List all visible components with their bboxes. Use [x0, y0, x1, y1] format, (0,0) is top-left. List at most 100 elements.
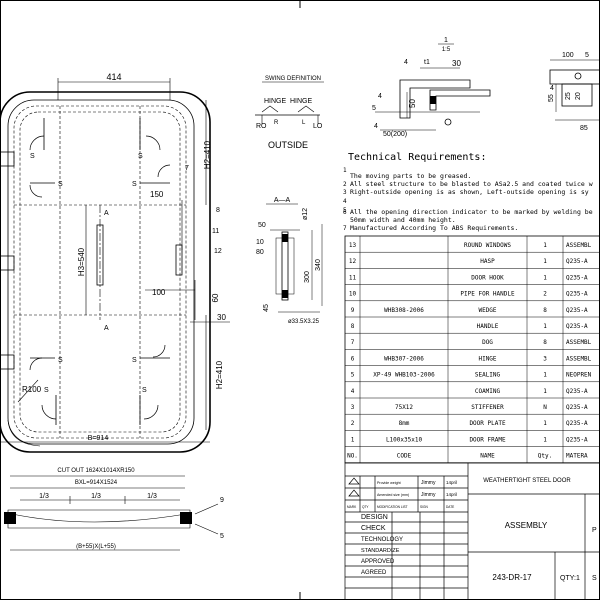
- detail-hinge: 100 5 55 4 85 25 20: [548, 52, 600, 132]
- sealing-fill: [430, 96, 436, 104]
- detail-number: 1: [444, 37, 448, 44]
- bom-name: COAMING: [475, 388, 501, 395]
- bl-label: (B+55)X(L+55): [76, 544, 116, 550]
- pipe-handle-section: [281, 231, 289, 301]
- title-block: [344, 462, 600, 600]
- bom-material: Q235-A: [566, 404, 588, 411]
- bottom-seal-right: [180, 512, 192, 524]
- bom-no: 3: [351, 404, 355, 411]
- leader-r100: [17, 379, 39, 403]
- rev2-text: Amended size (mm): [377, 493, 409, 497]
- tb-product: WEATHERTIGHT STEEL DOOR: [483, 478, 571, 484]
- tech-num-5: 5: [343, 207, 347, 214]
- bom-code: XP-49 WHB103-2006: [373, 372, 435, 379]
- door-plate-profile: [429, 89, 491, 111]
- dim-30: 30: [217, 313, 226, 322]
- hinge-block: [561, 83, 593, 107]
- tech-item-3: Right-outside opening is as shown, Left-…: [350, 188, 589, 196]
- bom-qty: 1: [543, 323, 547, 330]
- bottom-callout-9: 9: [220, 497, 224, 504]
- bom-no: 10: [349, 291, 357, 298]
- bom-material: Q235-A: [566, 436, 588, 443]
- tb-p: P: [592, 527, 597, 534]
- aa-340: 340: [315, 259, 322, 271]
- dim-b914: B=914: [88, 435, 109, 442]
- detail-50: 50: [408, 99, 417, 108]
- bom-hdr-no: NO.: [347, 453, 358, 460]
- bxl-label: BXL=914X1524: [75, 480, 118, 486]
- callout-7: 7: [185, 165, 189, 172]
- tech-item-2: All steel structure to be blasted to ASa…: [350, 180, 593, 188]
- corner-radius: [7, 419, 41, 447]
- bom-qty: 1: [543, 242, 547, 249]
- bom-qty: 2: [543, 291, 547, 298]
- bom-material: Q235-A: [566, 323, 588, 330]
- bom-qty: 1: [543, 420, 547, 427]
- bom-no: 8: [351, 323, 355, 330]
- cutout-label: CUT OUT 1624X1014XR150: [57, 468, 135, 474]
- hinge-4: 4: [550, 85, 554, 92]
- rev1-text: Provide weight: [377, 481, 401, 485]
- rev-hdr-sign: SIGN: [420, 505, 428, 509]
- swing-title: SWING DEFINITION: [265, 76, 321, 82]
- aa-10: 10: [256, 239, 264, 246]
- door-dimensions: [0, 78, 230, 443]
- bom-no: 11: [349, 274, 357, 281]
- aa-d12: ø12: [302, 208, 309, 220]
- tech-num-1: 1: [343, 167, 347, 174]
- bom-material: ASSEMBL: [566, 339, 592, 346]
- bom-material: Q235-A: [566, 420, 588, 427]
- bom-name: DOOR PLATE: [469, 420, 506, 427]
- rev-hdr-mark: MARK: [347, 505, 357, 509]
- handle-outline: [275, 237, 295, 295]
- hinge-middle: [0, 255, 15, 271]
- door-outline: [0, 91, 211, 453]
- tech-item-5: 50mm width and 40mm height.: [350, 216, 456, 224]
- hinge-20: 20: [575, 92, 582, 100]
- tech-num-6: 6: [343, 209, 347, 216]
- dim-60: 60: [211, 293, 220, 302]
- bom-material: ASSEMBL: [566, 355, 592, 362]
- swing-r: R: [274, 120, 279, 126]
- swing-ro: RO: [256, 123, 267, 130]
- technical-requirements: Technical Requirements: 1 The moving par…: [343, 152, 593, 232]
- s-mark: S: [132, 357, 137, 364]
- bom-no: 13: [349, 242, 357, 249]
- tech-num-7: 7: [343, 225, 347, 232]
- swing-outside: OUTSIDE: [268, 140, 308, 150]
- rev-hdr-list: MODIFICATION LIST: [377, 505, 408, 509]
- rev2-date: 14pril: [446, 492, 457, 497]
- section-mark-a-top: A: [104, 210, 109, 217]
- tb-standardize: STANDARDIZE: [361, 548, 400, 554]
- dim-h2-bottom: H2=410: [215, 360, 224, 389]
- door-frame-inner: [7, 99, 195, 445]
- hinge-85: 85: [580, 125, 588, 132]
- detail-5: 5: [372, 105, 376, 112]
- bom-name: ROUND WINDOWS: [464, 242, 511, 249]
- swing-arrow-right: [297, 105, 315, 113]
- bottom-seal-left: [4, 512, 16, 524]
- s-mark: S: [58, 181, 63, 188]
- tech-num-3: 3: [343, 189, 347, 196]
- bom-qty: N: [543, 404, 547, 411]
- swing-hinge-left: HINGE: [264, 98, 287, 105]
- s-mark: S: [30, 153, 35, 160]
- detail-50-200: 50(200): [383, 131, 407, 138]
- tb-technology: TECHNOLOGY: [361, 537, 403, 543]
- bom-no: 5: [351, 372, 355, 379]
- swing-arrow-left: [261, 105, 279, 113]
- dog-s-labels: S S S S S S S S: [30, 153, 147, 394]
- hinge-55: 55: [548, 94, 555, 102]
- hinge-bottom: [0, 354, 15, 370]
- bom-no: 12: [349, 258, 357, 265]
- dog-arc: [152, 344, 166, 358]
- third-1: 1/3: [39, 493, 49, 500]
- bom-material: Q235-A: [566, 307, 588, 314]
- door-frame-profile: [399, 79, 471, 119]
- bom-name: HANDLE: [477, 323, 499, 330]
- bom-qty: 8: [543, 307, 547, 314]
- bom-no: 2: [351, 420, 355, 427]
- detail-4b: 4: [378, 93, 382, 100]
